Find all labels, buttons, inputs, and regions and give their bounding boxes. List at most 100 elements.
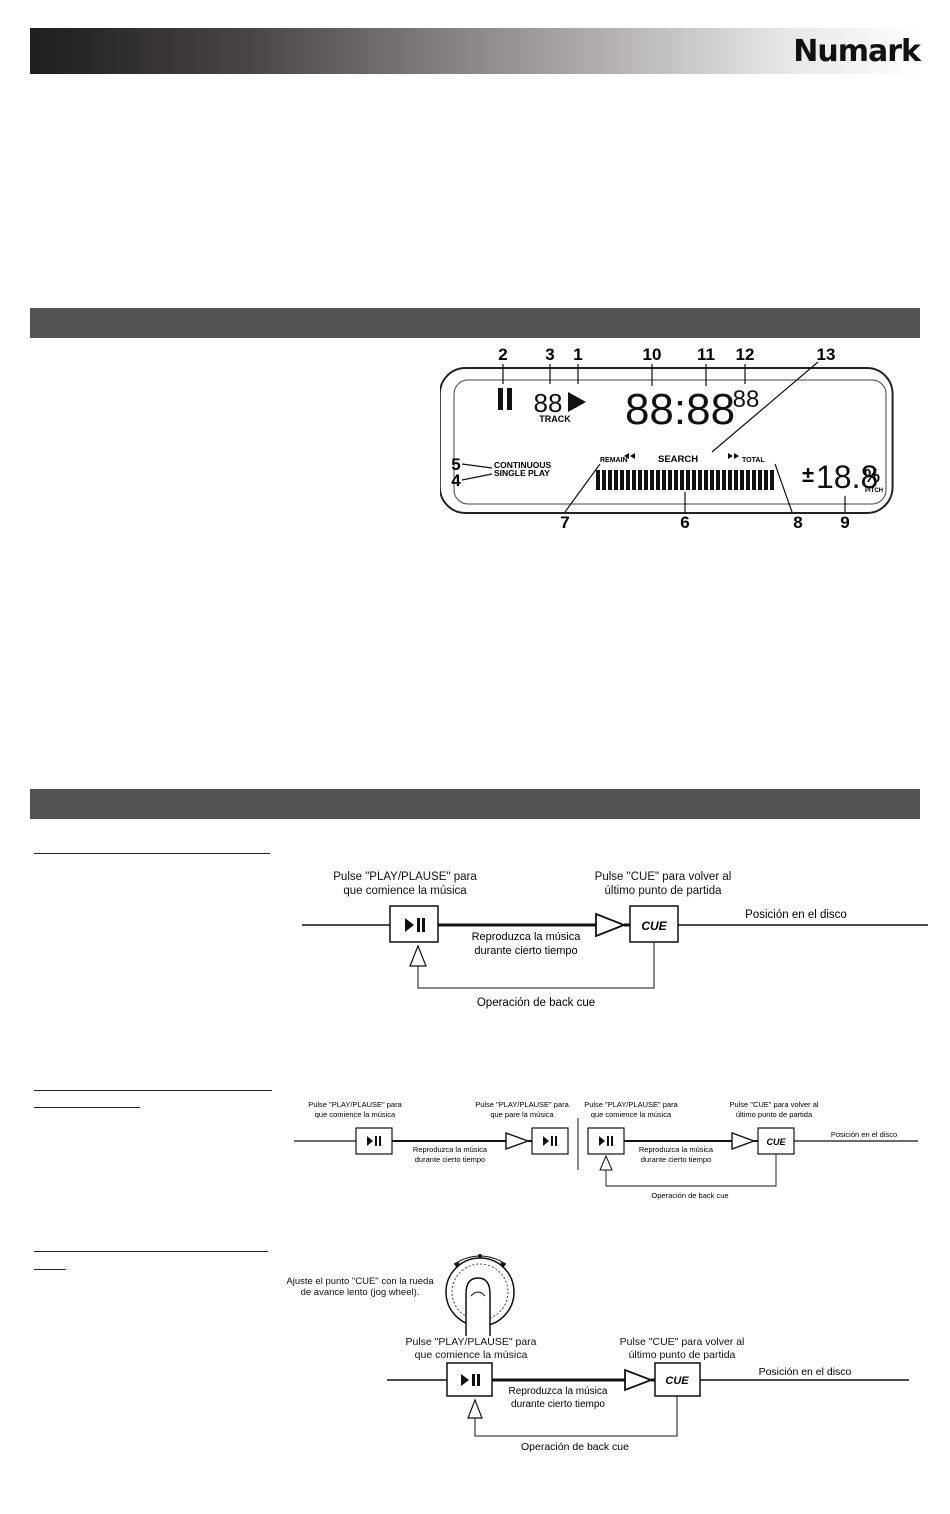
callout-12: 12 [736,345,755,364]
svg-text:Reproduzca la música: Reproduzca la música [413,1145,488,1154]
progress-segment [722,470,726,490]
search-label: SEARCH [658,454,698,465]
callout-2: 2 [498,345,507,364]
arrow-icon [624,1368,654,1392]
d1-back-cue-label: Operación de back cue [477,997,595,1009]
back-cue-diagram-1: CUE Posición en el disco Reproduzca la m… [302,905,928,1009]
callout-11: 11 [697,345,715,364]
back-cue-diagram-3: CUE Posición en el disco Reproduzca la m… [387,1362,909,1453]
svg-text:Pulse "PLAY/PLAUSE" para: Pulse "PLAY/PLAUSE" para [584,1100,678,1109]
progress-segment [650,470,654,490]
finger-icon [465,1277,491,1336]
brand-logo: Numark [793,34,921,69]
callout-5: 5 [451,455,460,474]
svg-text:Operación de back cue: Operación de back cue [521,1441,629,1453]
d1-play-line2: durante cierto tiempo [474,945,577,957]
svg-text:Reproduzca la música: Reproduzca la música [509,1386,608,1397]
callout-10: 10 [643,345,662,364]
track-digits: 88 [534,388,563,418]
svg-text:CUE: CUE [641,919,667,933]
subheading-rule-1 [34,853,270,854]
svg-text:durante cierto tiempo: durante cierto tiempo [415,1155,485,1164]
progress-segment [626,470,630,490]
svg-text:CUE: CUE [766,1137,786,1147]
progress-segment [716,470,720,490]
svg-text:que pare la música: que pare la música [490,1110,554,1119]
pitch-value: 18.8 [816,459,878,495]
progress-segment [620,470,624,490]
progress-segment [680,470,684,490]
d1-play-line1: Reproduzca la música [472,931,582,943]
progress-segment [752,470,756,490]
progress-segment [608,470,612,490]
callout-13: 13 [817,345,836,364]
section-bar-display [30,308,920,338]
progress-segment [746,470,750,490]
callout-1: 1 [573,345,582,364]
track-label: TRACK [539,414,571,424]
up-arrow-icon [599,1154,613,1171]
svg-text:Reproduzca la música: Reproduzca la música [639,1145,714,1154]
svg-text:durante cierto tiempo: durante cierto tiempo [641,1155,711,1164]
cue-button [629,905,679,943]
subheading-rule-2b [34,1107,140,1108]
progress-segment [632,470,636,490]
subheading-rule-3b [34,1269,66,1270]
total-label: TOTAL [742,457,765,464]
progress-segment [758,470,762,490]
back-cue-diagram-2: Pulse "PLAY/PLAUSE" para que comience la… [294,1100,918,1200]
progress-segment [710,470,714,490]
progress-segment [596,470,600,490]
lcd-display-diagram: 2 3 1 10 11 12 13 5 4 7 6 8 9 88 TRACK 8… [440,345,894,532]
arrow-icon [505,1132,531,1150]
svg-text:Posición en el disco: Posición en el disco [759,1366,852,1378]
pause-segment-icon [498,388,503,410]
svg-text:que comience la música: que comience la música [315,1110,396,1119]
pitch-label: PITCH [865,488,883,494]
time-digits: 88:88 [625,385,735,434]
section-bar-cue [30,789,920,819]
svg-text:CUE: CUE [665,1375,689,1387]
arrow-icon [595,912,627,938]
play-pause-button [587,1127,625,1155]
svg-text:durante cierto tiempo: durante cierto tiempo [511,1399,605,1410]
progress-segment [662,470,666,490]
play-pause-button [355,1127,393,1155]
svg-text:Pulse "PLAY/PLAUSE" para: Pulse "PLAY/PLAUSE" para [475,1100,569,1109]
pitch-percent: % [864,466,880,486]
subheading-rule-3a [34,1251,268,1252]
svg-text:Pulse "CUE" para volver al: Pulse "CUE" para volver al [729,1100,818,1109]
d1-position-label: Posición en el disco [745,909,847,921]
up-arrow-icon [467,1398,483,1419]
callout-4: 4 [451,471,461,490]
single-play-label: SINGLE PLAY [494,468,550,478]
progress-segment [704,470,708,490]
svg-text:que comience la música: que comience la música [591,1110,672,1119]
jog-wheel-illustration [445,1254,515,1336]
play-pause-button [446,1362,493,1397]
play-pause-button [531,1127,569,1155]
up-arrow-icon [409,944,427,967]
progress-segment [614,470,618,490]
header-bar [30,28,922,74]
progress-segment [602,470,606,490]
play-segment-icon [568,392,586,412]
progress-segment [674,470,678,490]
progress-segment [668,470,672,490]
svg-text:Posición en el disco: Posición en el disco [831,1130,897,1139]
callout-8: 8 [793,513,802,532]
progress-segment [686,470,690,490]
progress-segment [770,470,774,490]
progress-segment [728,470,732,490]
progress-segment [656,470,660,490]
svg-text:Pulse "PLAY/PLAUSE" para: Pulse "PLAY/PLAUSE" para [308,1100,402,1109]
remain-label: REMAIN [600,457,628,464]
callout-3: 3 [545,345,554,364]
svg-text:último punto de partida: último punto de partida [736,1110,813,1119]
pitch-sign: ± [802,462,814,487]
progress-segment [638,470,642,490]
